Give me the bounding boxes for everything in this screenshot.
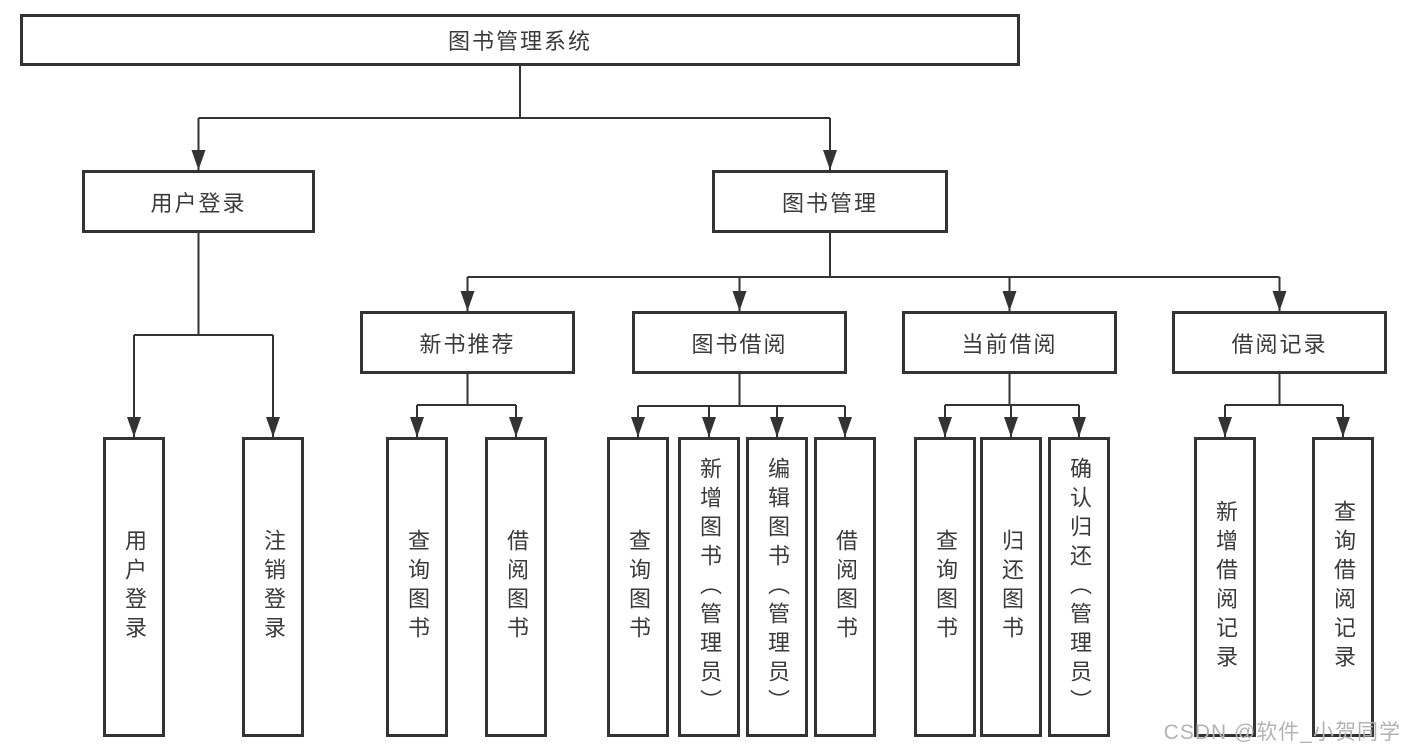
arrowhead-icon: [191, 150, 206, 170]
connector-borrow-record-to-leaves: [1224, 374, 1344, 437]
arrowhead-icon: [509, 417, 523, 437]
arrowhead-icon: [631, 417, 645, 437]
arrowhead-icon: [1218, 417, 1232, 437]
node-label: 新增图书（管理员）: [697, 456, 722, 718]
node-label: 图书借阅: [691, 331, 788, 357]
node-edit-books-admin: 编辑图书（管理员）: [746, 437, 808, 737]
arrowhead-icon: [127, 417, 141, 437]
csdn-watermark: CSDN @软件_小贺同学: [1163, 721, 1401, 744]
node-query-books-2: 查询图书: [607, 437, 669, 737]
arrowhead-icon: [1004, 417, 1018, 437]
node-book-management-system: 图书管理系统: [20, 14, 1020, 66]
node-label: 借阅图书: [504, 529, 529, 645]
node-label: 新增借阅记录: [1213, 500, 1238, 674]
node-borrow-books-1: 借阅图书: [485, 437, 547, 737]
node-user-login-branch: 用户登录: [82, 170, 315, 233]
node-add-borrow-record: 新增借阅记录: [1194, 437, 1256, 737]
connector-user-login-to-leaves: [133, 233, 274, 437]
node-label: 图书管理系统: [447, 29, 592, 54]
node-add-books-admin: 新增图书（管理员）: [678, 437, 740, 737]
node-label: 查询借阅记录: [1331, 500, 1356, 674]
node-return-books: 归还图书: [980, 437, 1042, 737]
node-label: 查询图书: [626, 529, 651, 645]
arrowhead-icon: [1272, 291, 1287, 311]
arrowhead-icon: [1072, 417, 1086, 437]
arrowhead-icon: [838, 417, 852, 437]
arrowhead-icon: [1002, 291, 1017, 311]
arrowhead-icon: [770, 417, 784, 437]
node-logout-leaf: 注销登录: [242, 437, 304, 737]
arrowhead-icon: [410, 417, 424, 437]
connector-root-to-level2: [197, 65, 831, 170]
node-label: 图书管理: [781, 190, 878, 216]
arrowhead-icon: [823, 150, 837, 170]
connector-new-book-rec-to-leaves: [416, 374, 517, 437]
node-label: 用户登录: [150, 190, 247, 216]
node-query-borrow-record: 查询借阅记录: [1312, 437, 1374, 737]
node-label: 借阅图书: [833, 529, 858, 645]
node-label: 用户登录: [122, 529, 147, 645]
arrowhead-icon: [460, 291, 475, 311]
node-borrow-books-2: 借阅图书: [814, 437, 876, 737]
node-book-borrowing: 图书借阅: [632, 311, 847, 374]
node-label: 编辑图书（管理员）: [765, 456, 790, 718]
arrowhead-icon: [1336, 417, 1350, 437]
node-label: 查询图书: [933, 529, 958, 645]
node-label: 查询图书: [405, 529, 430, 645]
node-label: 确认归还（管理员）: [1067, 456, 1092, 718]
node-label: 新书推荐: [419, 331, 516, 357]
arrowhead-icon: [266, 417, 280, 437]
arrowhead-icon: [702, 417, 716, 437]
node-query-books-3: 查询图书: [914, 437, 976, 737]
node-borrowing-records: 借阅记录: [1172, 311, 1387, 374]
connector-current-borrow-to-leaves: [944, 374, 1080, 437]
node-label: 当前借阅: [961, 331, 1058, 357]
node-query-books-1: 查询图书: [386, 437, 448, 737]
node-new-book-recommend: 新书推荐: [360, 311, 575, 374]
node-user-login-leaf: 用户登录: [103, 437, 165, 737]
node-label: 借阅记录: [1231, 331, 1328, 357]
connector-book-mgmt-to-level3: [466, 233, 1281, 311]
node-confirm-return-admin: 确认归还（管理员）: [1048, 437, 1110, 737]
arrowhead-icon: [938, 417, 952, 437]
node-label: 注销登录: [261, 529, 286, 645]
arrowhead-icon: [732, 291, 747, 311]
connector-book-borrow-to-leaves: [637, 374, 846, 437]
node-current-borrowing: 当前借阅: [902, 311, 1117, 374]
node-label: 归还图书: [999, 529, 1024, 645]
node-book-management-branch: 图书管理: [712, 170, 948, 233]
